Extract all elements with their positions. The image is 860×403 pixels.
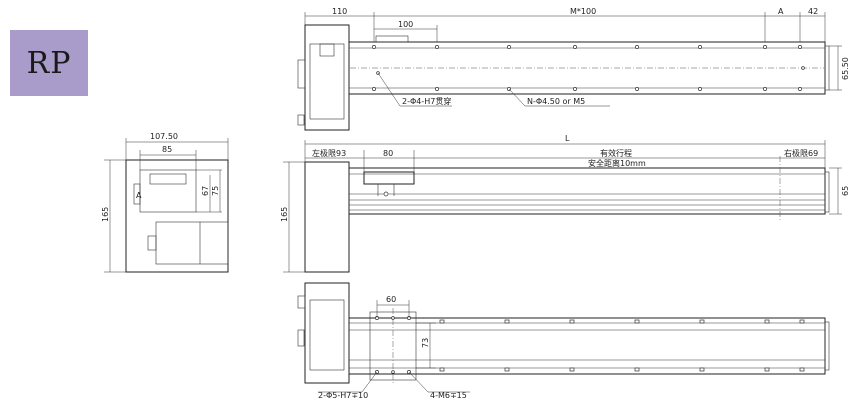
effective-stroke: 有效行程 bbox=[600, 148, 632, 158]
side-label-a: A bbox=[136, 191, 142, 200]
front-view: L 左极限93 80 有效行程 安全距离10mm 右极限69 165 65 bbox=[280, 134, 850, 273]
model-label: RP bbox=[26, 45, 72, 81]
front-rail bbox=[348, 167, 826, 215]
dim-67: 67 bbox=[201, 186, 210, 196]
note-m6-holes: 4-M6∓15 bbox=[430, 391, 467, 400]
right-limit: 右极限69 bbox=[784, 148, 818, 158]
top-motor-cap bbox=[319, 43, 335, 57]
side-view: A 107.50 85 67 75 165 bbox=[101, 132, 229, 273]
side-outline bbox=[125, 159, 229, 273]
safety-distance: 安全距离10mm bbox=[588, 158, 646, 168]
left-limit: 左极限93 bbox=[312, 148, 346, 158]
top-motor-inner bbox=[309, 43, 345, 120]
top-end-cap bbox=[824, 45, 830, 91]
front-carriage bbox=[363, 171, 415, 185]
dim-side-165: 165 bbox=[101, 207, 110, 222]
dim-60: 60 bbox=[386, 295, 396, 304]
top-motor-foot bbox=[297, 114, 305, 126]
front-motor-block bbox=[304, 161, 350, 273]
dim-10750: 107.50 bbox=[150, 132, 178, 141]
dim-73: 73 bbox=[421, 338, 430, 348]
dim-80: 80 bbox=[383, 149, 393, 158]
side-motor bbox=[155, 221, 229, 265]
dim-110: 110 bbox=[332, 7, 347, 16]
side-carriage bbox=[139, 169, 197, 213]
top-motor-block bbox=[304, 24, 350, 131]
dim-85: 85 bbox=[162, 145, 172, 154]
dim-100: 100 bbox=[398, 20, 413, 29]
model-badge: RP bbox=[10, 30, 88, 96]
dim-6550: 65.50 bbox=[841, 57, 850, 80]
note-mount-holes: N-Φ4.50 or M5 bbox=[527, 97, 585, 106]
dim-a: A bbox=[778, 7, 784, 16]
side-sensor bbox=[133, 183, 141, 205]
note-pin-holes-top: 2-Φ4-H7贯穿 bbox=[402, 96, 451, 106]
dim-42: 42 bbox=[808, 7, 818, 16]
top-view: 110 100 M*100 A 42 65.50 2-Φ4-H7贯穿 N-Φ4.… bbox=[297, 7, 850, 131]
dim-65: 65 bbox=[841, 186, 850, 196]
note-pin-holes-bottom: 2-Φ5-H7∓10 bbox=[318, 391, 368, 400]
dim-75: 75 bbox=[211, 186, 220, 196]
bottom-view: 60 73 2-Φ5-H7∓10 4-M6∓15 bbox=[297, 282, 830, 400]
dim-l: L bbox=[565, 134, 570, 143]
dim-front-165: 165 bbox=[280, 207, 289, 222]
top-carriage bbox=[375, 35, 409, 43]
bottom-motor-block bbox=[304, 282, 350, 384]
dim-m100: M*100 bbox=[570, 7, 596, 16]
top-motor-connector bbox=[297, 59, 306, 89]
